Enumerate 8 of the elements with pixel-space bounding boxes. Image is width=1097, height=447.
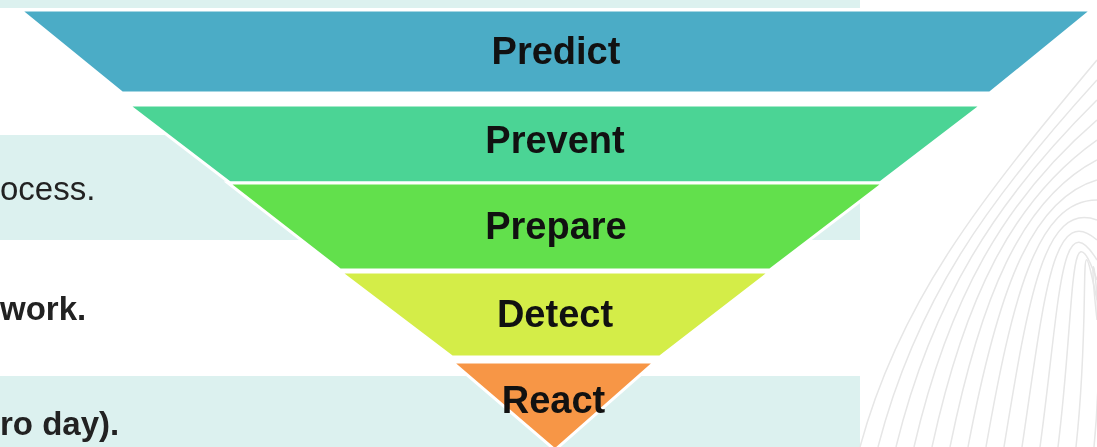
band-label: Detect (496, 293, 614, 336)
band-label: Prepare (485, 205, 627, 248)
text-fragment: ro day). (0, 405, 120, 443)
text-fragment: ocess. (0, 170, 96, 208)
band-label: Predict (491, 30, 621, 73)
band-label: React (501, 378, 606, 422)
text-fragment: work. (0, 290, 87, 328)
band-label: Prevent (485, 118, 625, 162)
